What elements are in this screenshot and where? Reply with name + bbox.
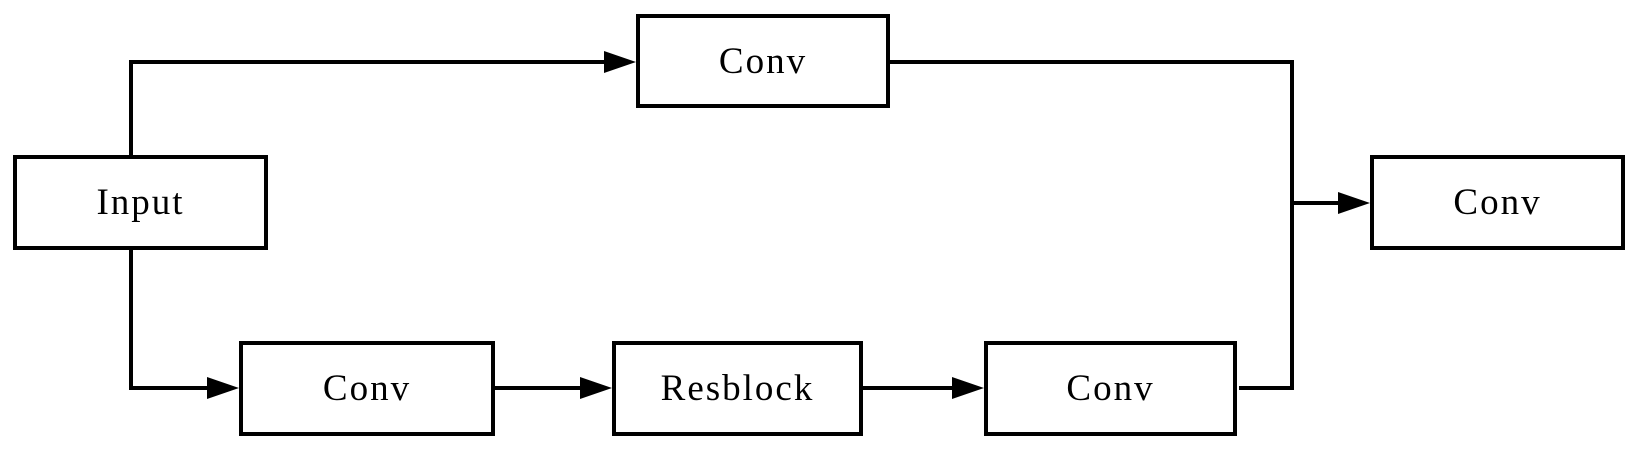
node-conv-bottom-left: Conv [239, 341, 495, 436]
node-conv-bottom-right-label: Conv [1066, 368, 1155, 409]
node-conv-output-label: Conv [1453, 182, 1542, 223]
node-resblock-label: Resblock [660, 368, 815, 409]
arrowhead-conv-bottom-right [952, 377, 984, 399]
arrowhead-conv-out [1338, 192, 1370, 214]
node-conv-output: Conv [1370, 155, 1625, 250]
edge-merge-line [888, 60, 1294, 390]
node-input-label: Input [96, 182, 185, 223]
node-conv-top-label: Conv [718, 40, 808, 82]
edge-input-to-conv-top [129, 60, 606, 155]
node-conv-top: Conv [636, 14, 890, 108]
node-conv-bottom-right: Conv [984, 341, 1237, 436]
node-input: Input [13, 155, 268, 250]
arrowhead-conv-bottom-left [207, 377, 239, 399]
node-resblock: Resblock [612, 341, 863, 436]
arrowhead-conv-top [604, 51, 636, 73]
node-conv-bottom-left-label: Conv [322, 368, 412, 409]
edge-input-to-conv-bottom [129, 250, 209, 390]
arrowhead-resblock [580, 377, 612, 399]
